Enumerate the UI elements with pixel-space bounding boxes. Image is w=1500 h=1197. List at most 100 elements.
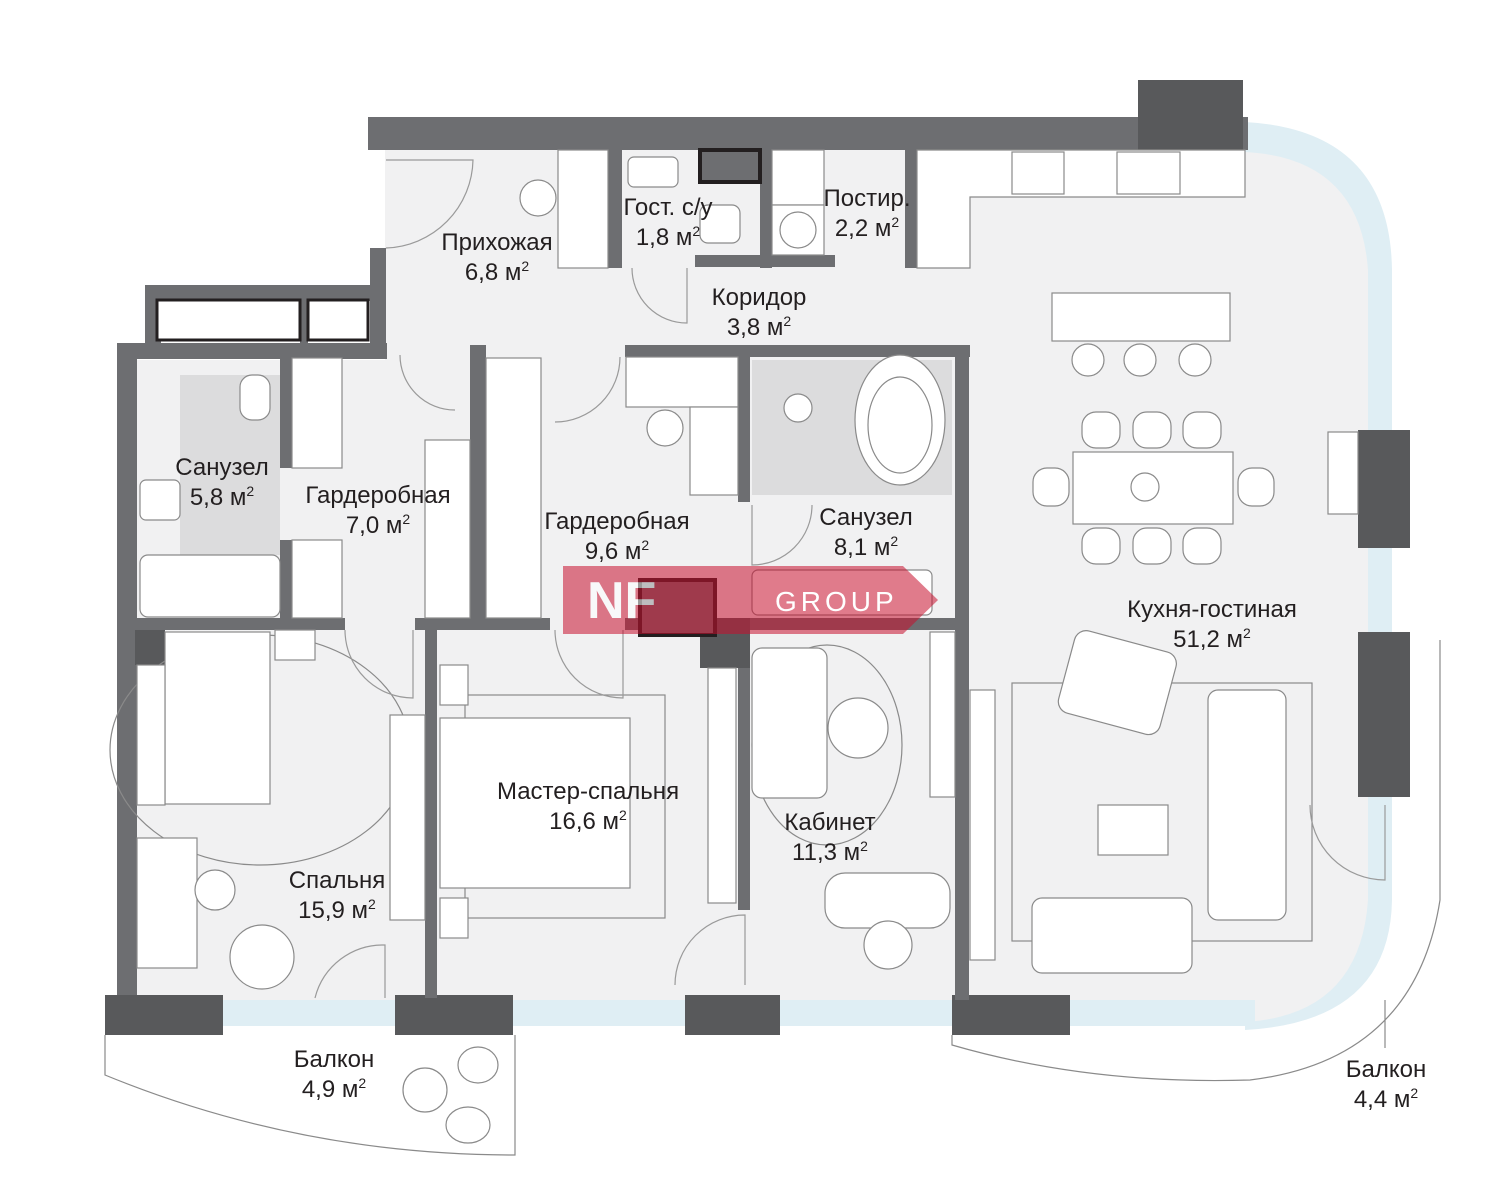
office-sofa: [751, 647, 828, 799]
room-area: 4,4 м2: [1353, 1085, 1419, 1113]
wall-bedroom-top: [135, 618, 345, 630]
door-balcony-west: [314, 944, 386, 999]
bedroom-nightstand: [274, 629, 316, 661]
room-name: Гост. с/у: [623, 194, 713, 221]
door-bedroom: [344, 629, 414, 699]
dining-chair-5: [1132, 527, 1172, 565]
room-name: Санузел: [175, 454, 269, 481]
wall-master-office: [738, 620, 750, 910]
room-name: Кухня-гостиная: [1127, 596, 1297, 623]
master-nightstand-2: [439, 897, 469, 939]
balcony-chair-2: [457, 1046, 499, 1084]
vent-shaft: [698, 148, 762, 184]
room-area: 8,1 м2: [833, 533, 899, 561]
bar-stool-3: [1178, 343, 1212, 377]
armchair: [1057, 630, 1177, 736]
room-name: Мастер-спальня: [496, 778, 680, 805]
wall-corridor: [625, 345, 970, 357]
wall-laundry-bottom: [695, 255, 835, 267]
bedroom-wardrobe: [389, 714, 426, 921]
room-name: Кабинет: [784, 809, 876, 836]
storage-niche-2: [306, 298, 370, 342]
east-column-2: [1358, 632, 1410, 797]
round-table-entry: [519, 179, 557, 217]
shaft-divider: [300, 300, 308, 345]
balcony-chair-1: [402, 1067, 448, 1113]
room-label-master-bedroom: Мастер-спальня 16,6 м2: [497, 777, 679, 837]
room-name: Коридор: [711, 284, 807, 311]
wardrobe-mid: [424, 439, 471, 619]
wall-bath-wardrobe-2: [280, 540, 292, 630]
wall-living-west: [955, 345, 969, 1000]
room-name: Гардеробная: [305, 482, 451, 509]
wall-wardrobe-divider: [470, 345, 486, 620]
shower-drain: [783, 393, 813, 423]
wardrobe-side: [689, 406, 739, 496]
office-bookshelf: [707, 667, 737, 904]
door-master: [554, 629, 624, 699]
room-name: Гардеробная: [544, 508, 690, 535]
wall-wardrobe-bath: [738, 357, 750, 502]
room-label-balcony-east: Балкон 4,4 м2: [1346, 1055, 1426, 1115]
office-desk: [824, 872, 951, 929]
room-label-corridor: Коридор 3,8 м2: [712, 283, 807, 343]
room-label-wardrobe-1: Гардеробная 7,0 м2: [305, 481, 450, 541]
room-area: 5,8 м2: [189, 483, 255, 511]
watermark-mark-bg: [563, 566, 703, 634]
room-label-bedroom: Спальня 15,9 м2: [289, 866, 385, 926]
coffee-table: [1097, 804, 1169, 856]
balcony-chair-3: [445, 1106, 491, 1144]
door-wardrobe-left: [399, 354, 456, 411]
bedroom-bench: [136, 664, 166, 806]
office-shelf: [929, 631, 956, 798]
wall-bedroom-top-2: [415, 618, 550, 630]
room-area: 7,0 м2: [345, 511, 411, 539]
room-name: Балкон: [1345, 1056, 1427, 1083]
room-name: Прихожая: [441, 229, 553, 256]
room-label-office: Кабинет 11,3 м2: [784, 808, 875, 868]
washer-drum: [779, 211, 817, 249]
wall-laundry-right: [905, 148, 917, 268]
master-nightstand-1: [439, 664, 469, 706]
balcony-west-outline: [104, 1035, 516, 1156]
room-label-bathroom-2: Санузел 8,1 м2: [819, 503, 913, 563]
watermark-mark: NF: [587, 572, 656, 630]
west-top-wall: [117, 343, 387, 359]
wall-wc-right: [760, 148, 772, 268]
room-name: Постир.: [823, 185, 911, 212]
door-office: [674, 914, 746, 986]
room-area: 16,6 м2: [549, 807, 627, 835]
storage-niche-1: [155, 298, 302, 342]
entry-wardrobe: [557, 149, 609, 269]
wardrobe-top: [625, 356, 739, 408]
room-area: 4,9 м2: [301, 1075, 367, 1103]
watermark-arrow: [703, 566, 938, 634]
door-wc: [631, 267, 688, 324]
dining-chair-1: [1081, 411, 1121, 449]
bathtub-inner: [867, 376, 933, 474]
office-side-table: [827, 697, 889, 759]
wardrobe-long: [485, 357, 542, 619]
shaft-wall-top: [145, 285, 385, 301]
entry-wall: [370, 248, 386, 358]
room-area: 1,8 м2: [635, 223, 701, 251]
sofa-bottom: [1031, 897, 1193, 974]
kitchen-sink: [1116, 151, 1181, 195]
nf-group-watermark: NF GROUP: [563, 566, 938, 634]
dining-chair-8: [1237, 467, 1275, 507]
bar-stool-1: [1071, 343, 1105, 377]
panoramic-glazing: [1245, 122, 1392, 1030]
room-area: 51,2 м2: [1173, 625, 1251, 653]
bean-bag: [229, 924, 295, 990]
tv-console: [969, 689, 996, 961]
room-area: 11,3 м2: [792, 838, 868, 866]
door-balcony-east: [1309, 804, 1386, 881]
room-area: 15,9 м2: [298, 896, 376, 924]
bedroom-desk: [136, 837, 198, 969]
room-name: Санузел: [819, 504, 913, 531]
south-column-2: [685, 995, 780, 1035]
wall-wc-left: [608, 148, 622, 268]
room-area: 9,6 м2: [584, 537, 650, 565]
room-label-hallway: Прихожая 6,8 м2: [441, 228, 552, 288]
